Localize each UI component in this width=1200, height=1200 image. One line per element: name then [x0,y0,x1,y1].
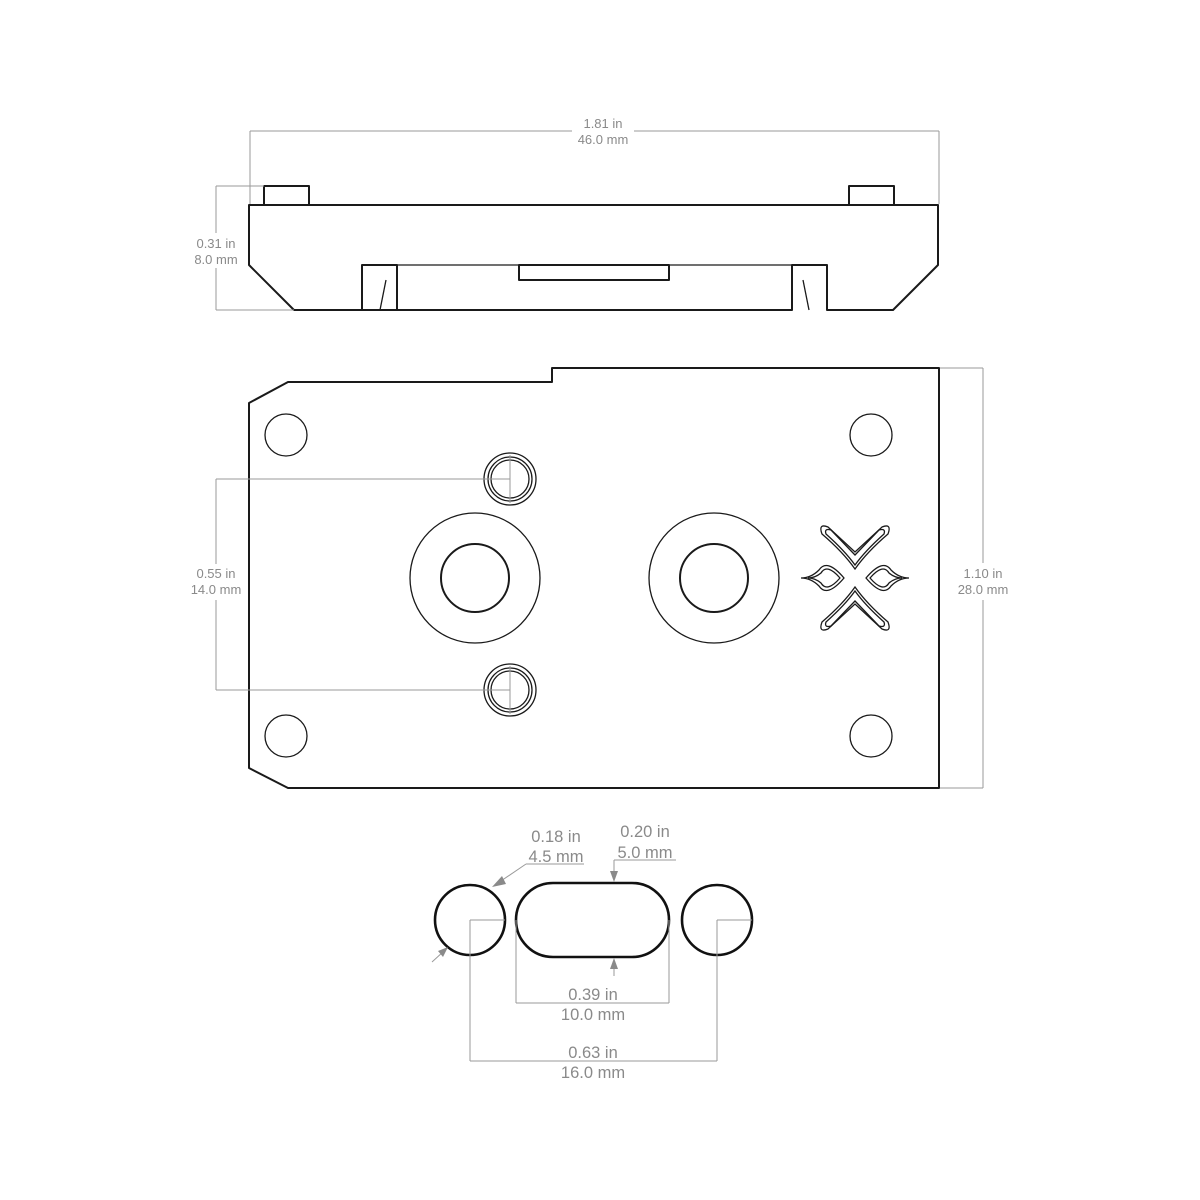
top-view: 0.55 in 14.0 mm 1.10 in 28.0 mm [191,367,1009,789]
side-height-dimension: 0.31 in 8.0 mm [194,185,294,311]
slot-width-callout: 0.20 in 5.0 mm [610,823,676,976]
top-height-imperial: 1.10 in [963,566,1002,581]
corner-hole-bottom-left [264,714,308,758]
logo-mark [800,525,910,631]
detail-hole-spacing-metric: 16.0 mm [561,1064,625,1082]
side-width-metric: 46.0 mm [578,132,629,147]
side-view-right-leg-chamfer [802,279,810,311]
side-view: 1.81 in 46.0 mm 0.31 in 8.0 mm [194,116,940,311]
corner-hole-top-right [849,413,893,457]
side-height-metric: 8.0 mm [194,252,237,267]
side-view-body [248,204,939,311]
side-width-dimension: 1.81 in 46.0 mm [249,116,940,204]
slot-width-metric: 5.0 mm [617,844,672,862]
logo-petal-bottom [820,585,890,631]
top-height-dimension: 1.10 in 28.0 mm [940,367,1009,789]
side-height-imperial: 0.31 in [196,236,235,251]
corner-hole-bottom-right [849,714,893,758]
logo-petal-left [800,564,845,592]
logo-petal-top [820,525,890,571]
side-view-left-leg-chamfer [379,279,387,311]
top-hole-spacing-imperial: 0.55 in [196,566,235,581]
boss-left [409,512,541,644]
top-height-metric: 28.0 mm [958,582,1009,597]
top-hole-spacing-dimension: 0.55 in 14.0 mm [191,455,511,714]
side-view-right-tab [848,185,895,206]
hole-diameter-imperial: 0.18 in [531,828,581,846]
side-view-left-tab [263,185,310,206]
side-view-center-recess [518,264,670,281]
detail-hole-spacing-dimension: 0.63 in 16.0 mm [469,920,718,1082]
logo-petal-right [865,564,910,592]
top-hole-spacing-metric: 14.0 mm [191,582,242,597]
corner-hole-top-left [264,413,308,457]
detail-slot [514,881,671,959]
hole-diameter-metric: 4.5 mm [528,848,583,866]
slot-length-metric: 10.0 mm [561,1006,625,1024]
detail-hole-spacing-imperial: 0.63 in [568,1044,618,1062]
slot-length-dimension: 0.39 in 10.0 mm [515,920,670,1024]
slot-length-imperial: 0.39 in [568,986,618,1004]
slot-width-imperial: 0.20 in [620,823,670,841]
hole-diameter-callout: 0.18 in 4.5 mm [431,828,584,963]
slot-detail: 0.18 in 4.5 mm 0.20 in 5.0 mm 0.39 in 10… [431,823,754,1082]
top-view-plate-outline [248,367,940,789]
boss-right [648,512,780,644]
side-width-imperial: 1.81 in [583,116,622,131]
